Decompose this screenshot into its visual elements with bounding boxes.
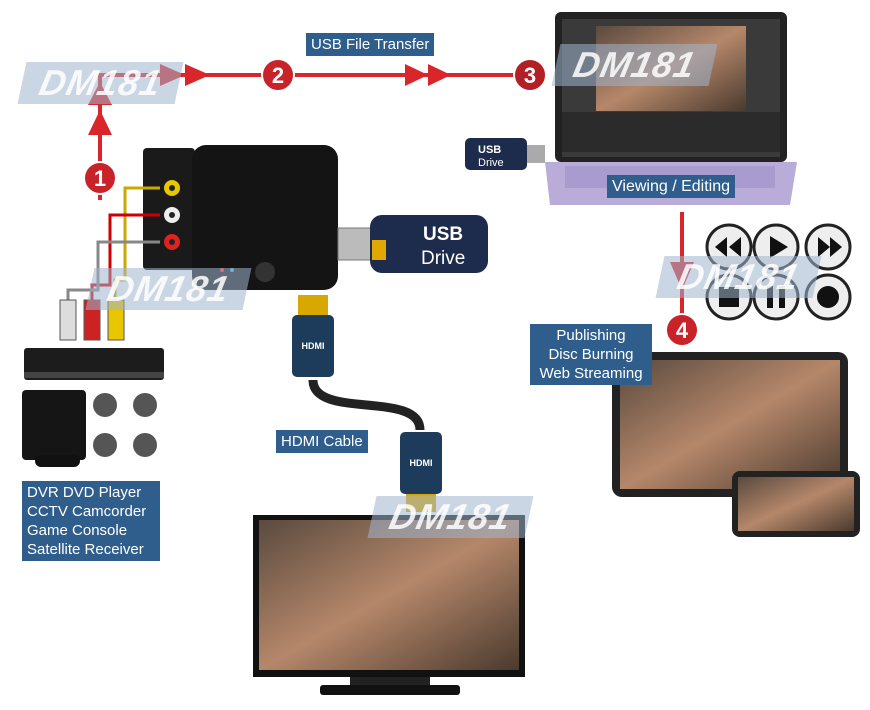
- step-2: 2: [272, 63, 284, 88]
- source-game-console: Game Console: [27, 522, 128, 539]
- phone: [732, 471, 860, 537]
- source-cctv: CCTV Camcorder: [27, 503, 147, 520]
- step-4: 4: [676, 318, 689, 343]
- source-satellite: Satellite Receiver: [27, 541, 144, 558]
- usb-large-line2: Drive: [421, 248, 465, 269]
- hdmi-plug-top: HDMI: [302, 341, 325, 351]
- step-3: 3: [524, 63, 536, 88]
- step-markers: 1 2 3 4: [83, 58, 699, 347]
- watermark: DM181: [17, 62, 184, 104]
- output-disc-burning: Disc Burning: [548, 346, 634, 363]
- sources-label: DVR DVD Player CCTV Camcorder Game Conso…: [22, 481, 160, 561]
- hdmi-cable-label: HDMI Cable: [276, 430, 368, 453]
- step-1: 1: [94, 166, 106, 191]
- watermark: DM181: [367, 496, 534, 538]
- watermark: DM181: [655, 256, 822, 298]
- output-web-streaming: Web Streaming: [539, 365, 643, 382]
- source-dvr-dvd: DVR DVD Player: [27, 484, 142, 501]
- hdmi-cable: [292, 295, 442, 512]
- usb-drive-large: [337, 215, 488, 273]
- watermark: DM181: [551, 44, 718, 86]
- usb-file-transfer-label: USB File Transfer: [306, 33, 435, 56]
- outputs-label: Publishing Disc Burning Web Streaming: [530, 324, 652, 385]
- source-devices: [22, 348, 164, 467]
- usb-drive-small: [465, 138, 545, 170]
- television: [253, 515, 525, 695]
- usb-large-line1: USB: [423, 224, 463, 245]
- capture-device: [143, 145, 338, 290]
- usb-small-line2: Drive: [478, 157, 504, 169]
- viewing-editing-label: Viewing / Editing: [607, 175, 735, 198]
- hdmi-plug-bottom: HDMI: [410, 458, 433, 468]
- usb-small-line1: USB: [478, 144, 501, 156]
- tablet: [612, 352, 848, 497]
- watermark: DM181: [85, 268, 252, 310]
- output-publishing: Publishing: [556, 327, 626, 344]
